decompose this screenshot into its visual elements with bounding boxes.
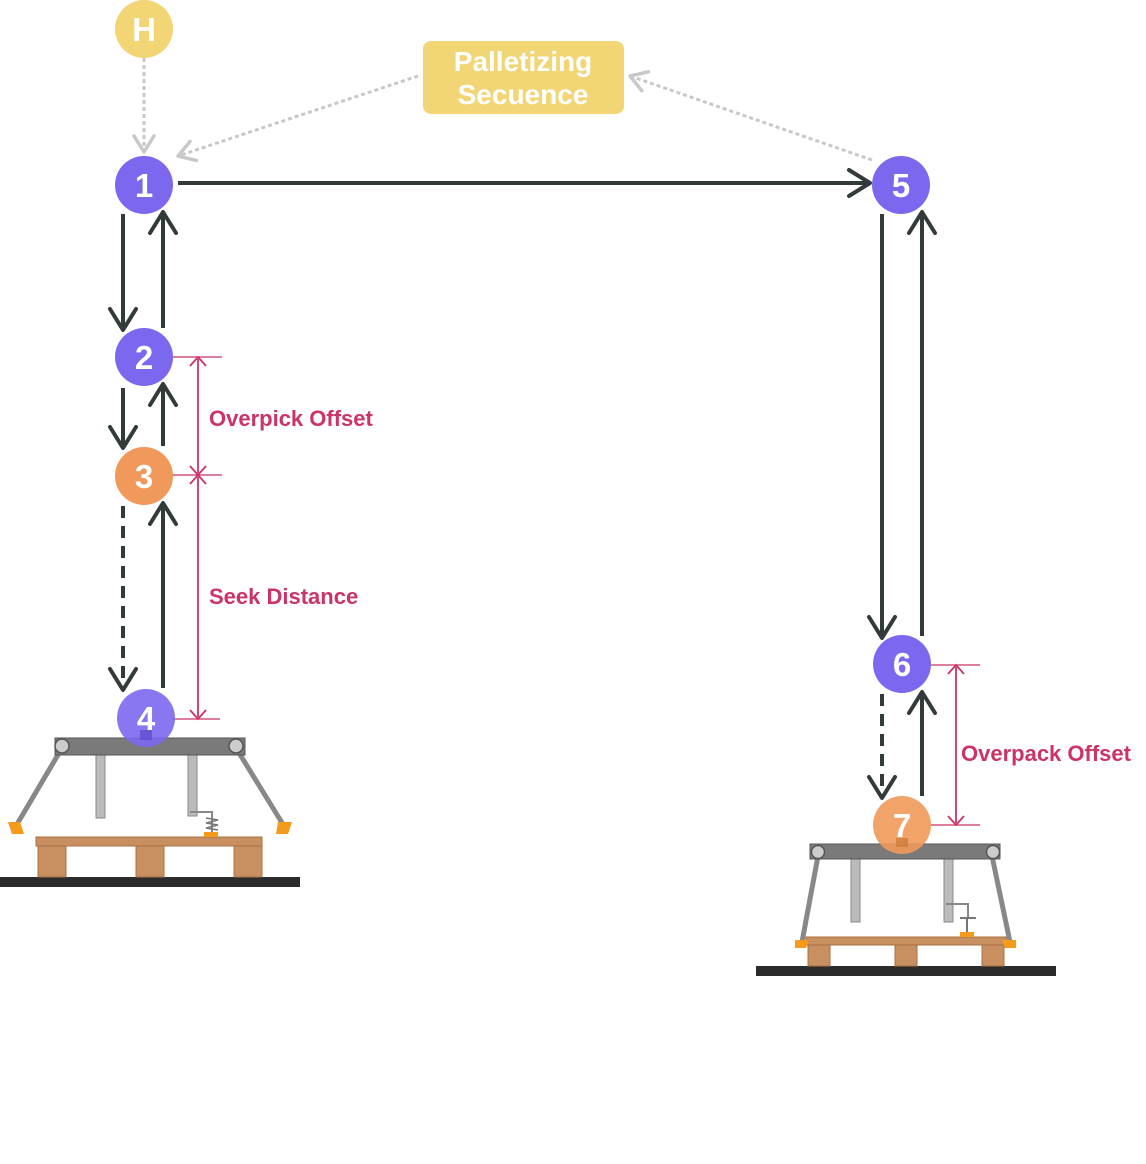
- node-7: 7: [873, 796, 931, 854]
- overpack-offset-label: Overpack Offset: [961, 741, 1132, 766]
- node-6: 6: [873, 635, 931, 693]
- pallet-icon: [805, 936, 1007, 967]
- overpick-offset-dimension: Overpick Offset: [172, 355, 374, 477]
- node-3-label: 3: [135, 458, 153, 495]
- pallet-icon: [35, 836, 263, 878]
- node-7-label: 7: [893, 807, 911, 844]
- palletizing-sequence-box: Palletizing Secuence: [423, 41, 624, 114]
- seek-distance-label: Seek Distance: [209, 584, 358, 609]
- gripper-icon: [0, 737, 300, 887]
- sequence-arrow-5-to-box: [628, 70, 873, 162]
- sequence-box-line1: Palletizing: [454, 46, 592, 77]
- node-2: 2: [115, 328, 173, 386]
- node-1-label: 1: [135, 167, 153, 204]
- node-1: 1: [115, 156, 173, 214]
- node-3: 3: [115, 447, 173, 505]
- node-4-label: 4: [137, 700, 156, 737]
- gripper-icon: [756, 843, 1056, 976]
- overpack-offset-dimension: Overpack Offset: [930, 663, 1132, 827]
- sequence-box-line2: Secuence: [458, 79, 589, 110]
- sequence-arrow-box-to-1: [176, 74, 419, 163]
- node-home: H: [115, 0, 173, 58]
- overpick-offset-label: Overpick Offset: [209, 406, 374, 431]
- node-4: 4: [117, 689, 175, 747]
- node-5-label: 5: [892, 167, 910, 204]
- node-2-label: 2: [135, 339, 153, 376]
- node-5: 5: [872, 156, 930, 214]
- seek-distance-dimension: Seek Distance: [172, 473, 358, 721]
- node-6-label: 6: [893, 646, 911, 683]
- node-home-label: H: [132, 11, 156, 48]
